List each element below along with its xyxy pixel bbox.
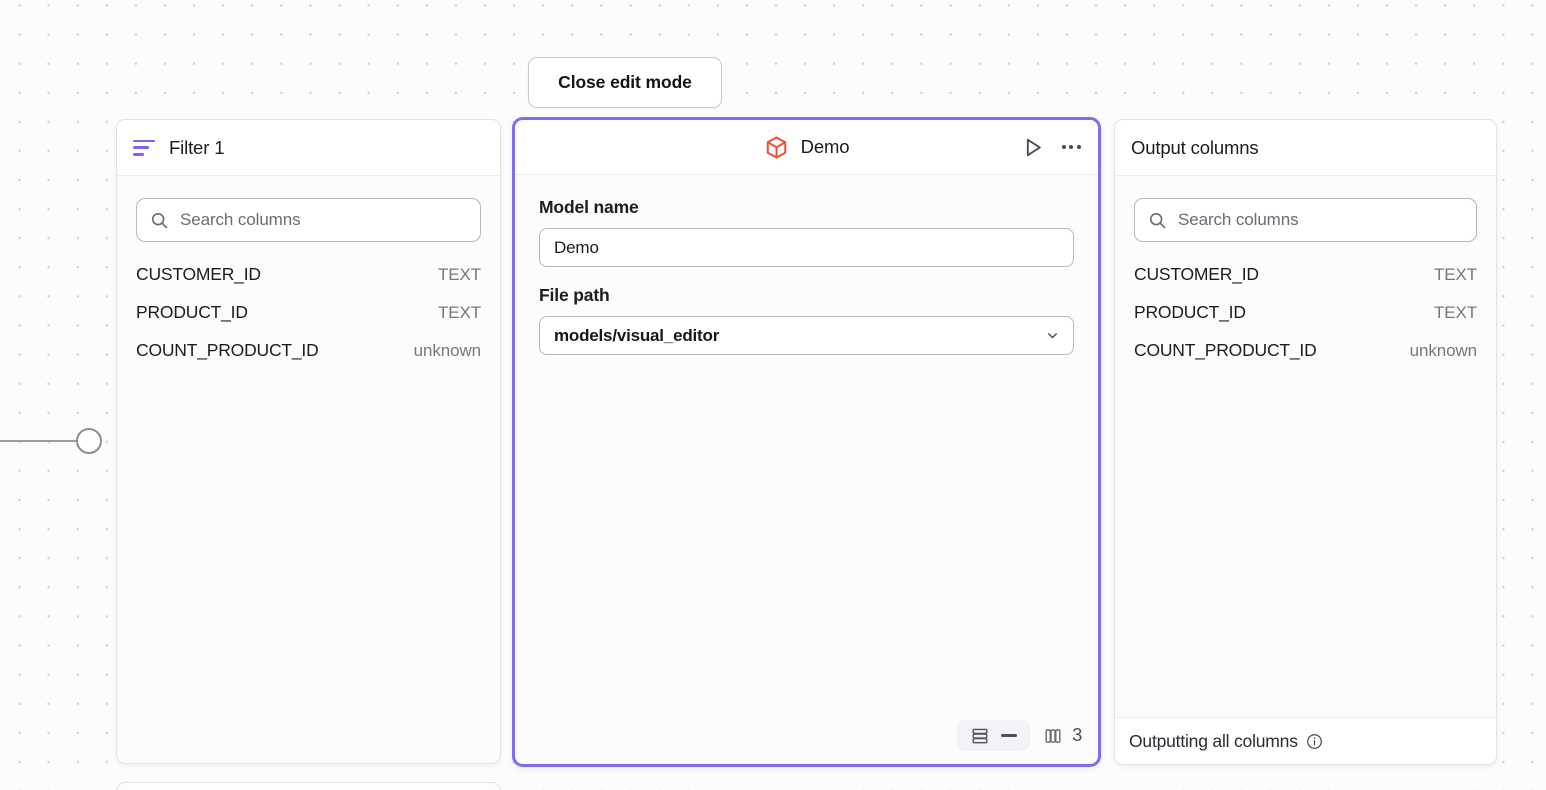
column-type: unknown — [1409, 341, 1477, 360]
filter-panel-header: Filter 1 — [117, 120, 500, 176]
column-name: COUNT_PRODUCT_ID — [136, 340, 319, 360]
demo-panel-body: Model name Demo File path models/visual_… — [515, 175, 1098, 764]
close-edit-mode-button[interactable]: Close edit mode — [528, 57, 722, 108]
filter-panel-title: Filter 1 — [169, 136, 225, 158]
rows-icon — [970, 726, 990, 746]
demo-panel-header: Demo — [515, 120, 1098, 175]
filter-search-placeholder: Search columns — [180, 210, 301, 229]
file-path-select[interactable]: models/visual_editor — [539, 316, 1074, 355]
list-item[interactable]: COUNT_PRODUCT_ID unknown — [136, 340, 481, 378]
output-panel-body: Search columns CUSTOMER_ID TEXT PRODUCT_… — [1115, 176, 1496, 717]
list-item[interactable]: COUNT_PRODUCT_ID unknown — [1134, 340, 1477, 378]
column-name: PRODUCT_ID — [136, 302, 248, 322]
play-icon[interactable] — [1019, 134, 1045, 160]
connection-edge — [0, 440, 82, 442]
input-connection-handle[interactable] — [76, 428, 102, 454]
column-name: CUSTOMER_ID — [136, 264, 261, 284]
output-column-list: CUSTOMER_ID TEXT PRODUCT_ID TEXT COUNT_P… — [1115, 264, 1496, 378]
column-name: COUNT_PRODUCT_ID — [1134, 340, 1317, 360]
bottom-panel-peek[interactable] — [116, 782, 501, 790]
column-name: CUSTOMER_ID — [1134, 264, 1259, 284]
filter-panel-body: Search columns CUSTOMER_ID TEXT PRODUCT_… — [117, 198, 500, 378]
cube-icon — [764, 135, 789, 160]
output-columns-panel[interactable]: Output columns Search columns CUSTOMER_I… — [1114, 119, 1497, 765]
output-search-input[interactable]: Search columns — [1134, 198, 1477, 242]
file-path-label: File path — [539, 285, 610, 305]
filter-search-input[interactable]: Search columns — [136, 198, 481, 242]
info-icon[interactable] — [1306, 733, 1323, 750]
more-options-icon[interactable] — [1058, 134, 1084, 160]
list-item[interactable]: PRODUCT_ID TEXT — [136, 302, 481, 340]
row-count-value — [1001, 734, 1018, 737]
column-name: PRODUCT_ID — [1134, 302, 1246, 322]
list-item[interactable]: CUSTOMER_ID TEXT — [136, 264, 481, 302]
demo-title-group: Demo — [764, 135, 850, 160]
row-count-group[interactable] — [957, 720, 1031, 751]
list-item[interactable]: PRODUCT_ID TEXT — [1134, 302, 1477, 340]
demo-status-bar: 3 — [957, 720, 1082, 751]
model-name-label: Model name — [539, 197, 639, 217]
column-type: TEXT — [437, 265, 481, 284]
chevron-down-icon — [1045, 328, 1060, 343]
columns-icon — [1043, 726, 1063, 746]
column-type: TEXT — [1433, 265, 1477, 284]
search-icon — [1148, 211, 1167, 230]
file-path-value: models/visual_editor — [554, 325, 720, 345]
output-search-placeholder: Search columns — [1178, 210, 1299, 229]
column-type: unknown — [413, 341, 481, 360]
output-footer-label: Outputting all columns — [1129, 730, 1298, 751]
output-panel-footer: Outputting all columns — [1115, 717, 1496, 764]
filter-panel[interactable]: Filter 1 Search columns CUSTOMER_ID TEXT… — [116, 119, 501, 764]
search-icon — [150, 211, 169, 230]
model-name-field[interactable]: Demo — [539, 228, 1074, 267]
demo-header-actions — [1019, 134, 1084, 160]
filter-icon — [133, 139, 155, 156]
column-type: TEXT — [437, 303, 481, 322]
filter-column-list: CUSTOMER_ID TEXT PRODUCT_ID TEXT COUNT_P… — [117, 264, 500, 378]
column-count-group[interactable]: 3 — [1043, 725, 1082, 746]
output-panel-title: Output columns — [1131, 136, 1259, 158]
output-panel-header: Output columns — [1115, 120, 1496, 176]
column-type: TEXT — [1433, 303, 1477, 322]
column-count-value: 3 — [1072, 725, 1082, 745]
demo-model-panel[interactable]: Demo Model name Demo File path models/vi… — [512, 117, 1101, 767]
demo-panel-title: Demo — [800, 136, 850, 157]
list-item[interactable]: CUSTOMER_ID TEXT — [1134, 264, 1477, 302]
